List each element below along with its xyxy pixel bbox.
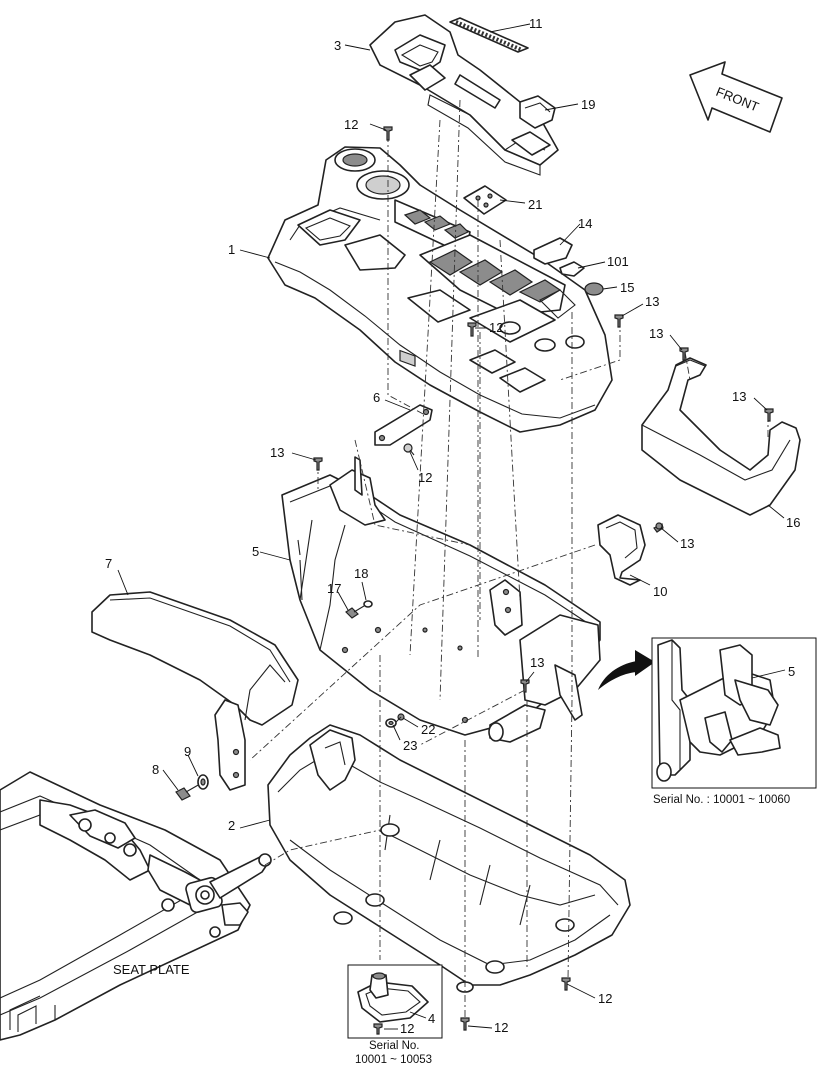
screw-12-bracket	[403, 443, 415, 456]
screw-13e	[653, 522, 664, 533]
part-7-armrest	[91, 591, 299, 791]
inset-bottom-caption-line1: Serial No.	[369, 1040, 420, 1052]
callout-12-bracket: 12	[418, 470, 432, 485]
inset-detail-serial-10001-10060: 5 Serial No. : 10001 ~ 10060	[651, 637, 817, 806]
callout-6: 6	[373, 390, 380, 405]
callout-23: 23	[403, 738, 417, 753]
part-3-top-tray	[369, 14, 559, 176]
screw-13b	[679, 347, 689, 361]
front-direction-arrow: FRONT	[689, 61, 783, 133]
callout-2: 2	[228, 818, 235, 833]
callout-13-f: 13	[530, 655, 544, 670]
callout-15: 15	[620, 280, 634, 295]
callout-19: 19	[581, 97, 595, 112]
screw-12-bottom-a	[561, 977, 571, 991]
inset-bottom-callout-12: 12	[400, 1021, 414, 1036]
callout-101: 101	[607, 254, 629, 269]
part-15-knob	[584, 282, 604, 296]
callout-21: 21	[528, 197, 542, 212]
seat-plate-assembly: SEAT PLATE	[0, 771, 272, 1041]
part-2-bottom-tray	[267, 724, 631, 993]
part-101-cap	[559, 261, 585, 277]
part-11-label-strip	[449, 17, 529, 53]
callout-13-b: 13	[649, 326, 663, 341]
washer-9	[197, 774, 209, 790]
callout-12-bottom-a: 12	[598, 991, 612, 1006]
callout-12-bottom-b: 12	[494, 1020, 508, 1035]
callout-13-e: 13	[680, 536, 694, 551]
callout-16: 16	[786, 515, 800, 530]
callout-7: 7	[105, 556, 112, 571]
washer-23	[385, 718, 397, 728]
inset-right-caption: Serial No. : 10001 ~ 10060	[653, 794, 790, 806]
screw-13d	[313, 457, 323, 471]
callout-13-d: 13	[270, 445, 284, 460]
inset-bottom-caption-line2: 10001 ~ 10053	[355, 1054, 432, 1066]
screw-12-mid	[467, 322, 477, 337]
bolt-8	[175, 783, 201, 801]
bolt-17	[345, 605, 365, 619]
callout-1: 1	[228, 242, 235, 257]
screw-13a	[614, 314, 624, 328]
alignment-lines	[249, 99, 769, 1020]
callout-9: 9	[184, 744, 191, 759]
part-19-cap	[519, 95, 556, 129]
callout-3: 3	[334, 38, 341, 53]
part-16-rear-bracket	[641, 357, 801, 516]
callout-5: 5	[252, 544, 259, 559]
part-5-main-frame	[281, 456, 601, 743]
callout-12-mid: 12	[489, 320, 503, 335]
screw-12-bottom-b	[460, 1017, 470, 1031]
part-14-cover	[533, 237, 573, 265]
callout-8: 8	[152, 762, 159, 777]
screw-13c	[764, 408, 774, 422]
callout-18: 18	[354, 566, 368, 581]
detail-pointer-arrow	[598, 650, 655, 690]
screw-12-top	[383, 126, 393, 141]
washer-18	[363, 600, 373, 608]
part-6-bracket	[374, 404, 433, 446]
leader-lines	[117, 23, 785, 1029]
callout-17: 17	[327, 581, 341, 596]
screw-13f	[520, 679, 530, 693]
inset-bottom-callout-4: 4	[428, 1011, 435, 1026]
callout-labels: 3 11 12 19 1 21 14 101 15 13 12 13 6 13 …	[105, 16, 800, 1035]
callout-13-a: 13	[645, 294, 659, 309]
part-21-switch-plate	[463, 185, 507, 215]
callout-22: 22	[421, 722, 435, 737]
inset-right-callout-5: 5	[788, 664, 795, 679]
callout-13-c: 13	[732, 389, 746, 404]
callout-14: 14	[578, 216, 592, 231]
callout-12-top: 12	[344, 117, 358, 132]
callout-10: 10	[653, 584, 667, 599]
inset-detail-serial-10001-10053: 4 12 Serial No. 10001 ~ 10053	[347, 964, 443, 1066]
fasteners	[175, 126, 774, 1031]
callout-11: 11	[529, 16, 543, 31]
part-10-clip	[597, 514, 646, 586]
part-1-console-housing	[267, 146, 613, 433]
seat-plate-label: SEAT PLATE	[113, 962, 190, 977]
